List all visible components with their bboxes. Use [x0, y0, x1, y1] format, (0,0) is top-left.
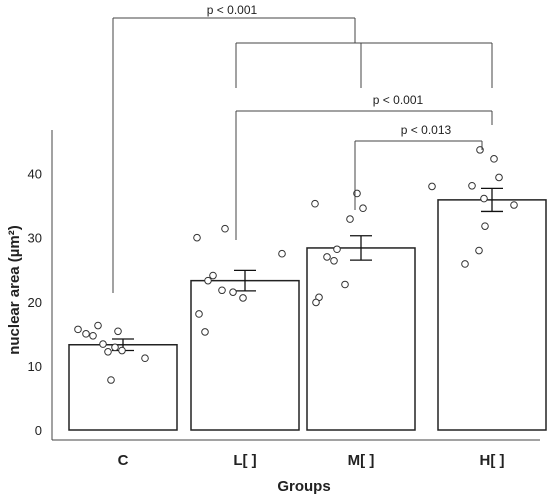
data-point [341, 280, 349, 289]
data-point [201, 328, 209, 336]
x-category-label: H[ ] [480, 452, 505, 469]
bars [68, 199, 547, 431]
x-category-label: L[ ] [233, 452, 256, 469]
data-point [311, 199, 319, 208]
data-point [330, 256, 338, 265]
data-point [312, 298, 320, 307]
data-point [359, 204, 367, 213]
data-point [82, 330, 90, 338]
data-point [107, 376, 115, 384]
y-axis-label: nuclear area (µm²) [6, 225, 23, 355]
error-bar [481, 187, 503, 213]
bar [437, 199, 547, 431]
y-ticks: 0 10 20 30 40 [28, 167, 42, 438]
x-category-label: M[ ] [348, 452, 375, 469]
data-point [461, 260, 469, 268]
y-tick-label: 10 [28, 359, 42, 374]
data-point [118, 346, 126, 355]
data-point [221, 224, 229, 233]
data-point [89, 331, 97, 340]
data-point [114, 327, 122, 336]
data-point [239, 294, 247, 302]
data-points [74, 146, 518, 384]
data-point [141, 354, 149, 363]
significance-brackets: p < 0.001 p < 0.001 p < 0.013 [112, 3, 493, 293]
p-value-label: p < 0.013 [401, 123, 452, 137]
data-point [195, 310, 203, 318]
y-tick-label: 40 [28, 167, 42, 182]
data-point [495, 173, 503, 182]
y-tick-label: 0 [35, 423, 42, 438]
data-point [475, 246, 483, 255]
p-value-label: p < 0.001 [373, 93, 424, 107]
data-point [111, 343, 119, 352]
data-point [346, 215, 354, 223]
data-point [490, 155, 498, 163]
bar [190, 279, 300, 431]
data-point [209, 271, 217, 280]
data-point [104, 347, 112, 356]
error-bar [350, 235, 372, 261]
data-point [468, 181, 476, 190]
bracket-c-vs-treated: p < 0.001 [112, 3, 493, 293]
data-point [94, 321, 102, 330]
axes [51, 130, 540, 441]
bracket-m-vs-h: p < 0.013 [354, 123, 483, 210]
data-point [74, 325, 82, 334]
data-point [229, 288, 237, 296]
data-point [99, 340, 107, 348]
data-point [481, 222, 489, 230]
x-axis-label: Groups [277, 478, 330, 495]
p-value-label: p < 0.001 [207, 3, 258, 17]
data-point [193, 233, 201, 242]
data-point [323, 253, 331, 261]
data-point [480, 194, 488, 203]
data-point [218, 286, 226, 295]
x-categories: C L[ ] M[ ] H[ ] [118, 452, 505, 469]
x-category-label: C [118, 452, 129, 469]
data-point [428, 182, 436, 191]
error-bar [234, 269, 256, 292]
bar [68, 343, 178, 431]
y-tick-label: 20 [28, 295, 42, 310]
data-point [510, 201, 518, 209]
bracket-l-vs-h: p < 0.001 [235, 93, 493, 240]
data-point [278, 249, 286, 258]
bar [306, 247, 416, 431]
data-point [333, 245, 341, 254]
y-tick-label: 30 [28, 231, 42, 246]
data-point [204, 276, 212, 285]
